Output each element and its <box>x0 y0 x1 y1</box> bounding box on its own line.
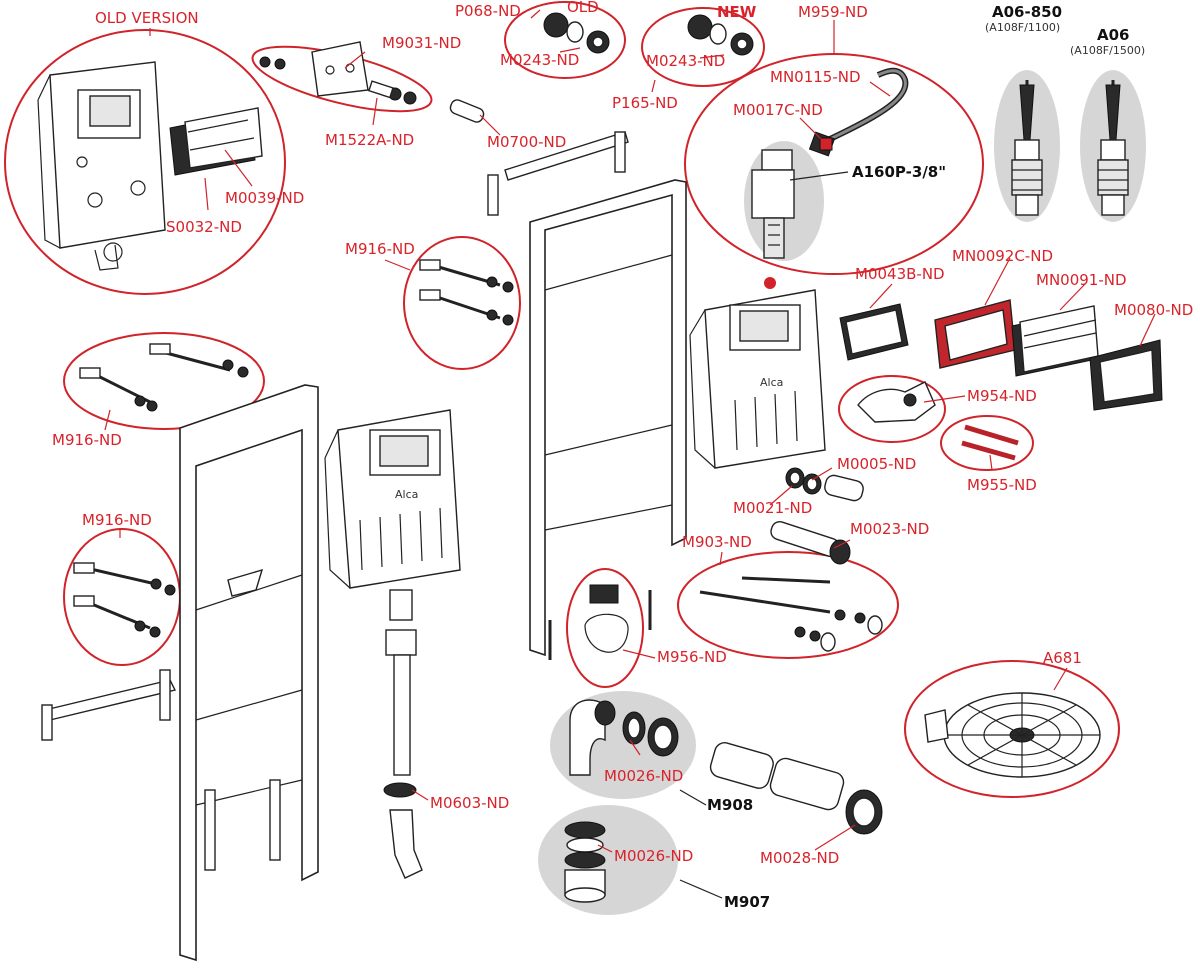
label-p068: P068-ND <box>455 2 521 20</box>
a06-valve <box>1097 80 1129 216</box>
label-m0700: M0700-ND <box>487 133 566 151</box>
center-cistern <box>324 409 461 589</box>
label-m0023: M0023-ND <box>850 520 929 538</box>
leader-lines <box>104 9 1156 899</box>
m0005-pipe <box>824 474 864 502</box>
label-a06-sub: (A108F/1500) <box>1070 44 1145 57</box>
m0080-gasket <box>1089 339 1163 411</box>
m903-ring <box>677 551 899 659</box>
a06-850-valve <box>1011 80 1043 216</box>
old-connector <box>543 12 610 54</box>
label-mn0115: MN0115-ND <box>770 68 861 86</box>
m0043b-plate <box>839 303 909 361</box>
a681-ring <box>904 660 1120 798</box>
label-s0032: S0032-ND <box>166 218 242 236</box>
m0017c-nut <box>808 131 836 157</box>
label-a06-850: A06-850 <box>992 3 1062 21</box>
label-m0039: M0039-ND <box>225 189 304 207</box>
new-connector-ring <box>641 7 765 87</box>
label-a160p: A160P-3/8" <box>852 163 946 181</box>
label-a06-850-sub: (A108F/1100) <box>985 21 1060 34</box>
label-m959: M959-ND <box>798 3 868 21</box>
m956-ring <box>566 568 644 688</box>
m903-rods <box>699 576 883 652</box>
label-m916-bottom: M916-ND <box>82 511 152 529</box>
m916-left-ring <box>63 332 265 430</box>
label-m956: M956-ND <box>657 648 727 666</box>
m0700-spacer <box>449 99 485 123</box>
m955-ring <box>940 415 1034 471</box>
label-m0243-new: M0243-ND <box>646 52 725 70</box>
label-old-version: OLD VERSION <box>95 9 199 27</box>
brand-text-right: Alca <box>760 376 783 389</box>
label-a681: A681 <box>1043 649 1082 667</box>
m954-bracket <box>857 381 936 423</box>
m916-top-bolts <box>419 259 514 326</box>
label-m0026-top: M0026-ND <box>604 767 683 785</box>
label-m9031: M9031-ND <box>382 34 461 52</box>
label-m0603: M0603-ND <box>430 794 509 812</box>
brand-text-center: Alca <box>395 488 418 501</box>
m916-bottom-bolts <box>73 562 176 638</box>
label-m916-left: M916-ND <box>52 431 122 449</box>
label-m0080: M0080-ND <box>1114 301 1193 319</box>
m0023-pipe <box>770 521 851 565</box>
m0028-pipes <box>709 742 883 835</box>
m955-bolts <box>961 424 1019 461</box>
old-connector-ring <box>504 1 626 79</box>
label-m0243-old: M0243-ND <box>500 51 579 69</box>
label-p165: P165-ND <box>612 94 678 112</box>
label-m0043b: M0043B-ND <box>855 265 945 283</box>
left-frame <box>41 384 319 962</box>
label-m0005: M0005-ND <box>837 455 916 473</box>
new-connector <box>687 14 754 56</box>
label-a06: A06 <box>1097 26 1129 44</box>
m956-clamp <box>584 584 629 653</box>
label-m0026-bottom: M0026-ND <box>614 847 693 865</box>
drain-pipe <box>383 589 423 879</box>
m907-connector <box>564 821 606 903</box>
m908-elbow <box>569 699 679 776</box>
label-new: NEW <box>717 3 757 21</box>
center-frame <box>487 131 687 660</box>
label-m1522a: M1522A-ND <box>325 131 414 149</box>
label-mn0092c: MN0092C-ND <box>952 247 1053 265</box>
flexible-hose <box>826 67 909 143</box>
float-valve <box>751 149 795 259</box>
m916-left-bolts <box>79 343 249 412</box>
old-cistern <box>37 61 166 271</box>
right-cistern <box>689 277 826 469</box>
label-m916-top: M916-ND <box>345 240 415 258</box>
m954-ring <box>838 375 946 443</box>
label-m0017c: M0017C-ND <box>733 101 823 119</box>
label-m903: M903-ND <box>682 533 752 551</box>
mn0092c-frame <box>934 299 1016 369</box>
label-m0028: M0028-ND <box>760 849 839 867</box>
label-mn0091: MN0091-ND <box>1036 271 1127 289</box>
m916-top-ring <box>403 236 521 370</box>
mn0091-box <box>1011 305 1099 377</box>
label-m0021: M0021-ND <box>733 499 812 517</box>
label-old: OLD <box>567 0 599 16</box>
label-m908: M908 <box>707 796 753 814</box>
a681-template <box>924 692 1101 778</box>
label-m955: M955-ND <box>967 476 1037 494</box>
m9031-bracket <box>259 41 417 105</box>
old-version-ring <box>4 29 286 295</box>
m0021-seals <box>785 467 822 495</box>
label-m907: M907 <box>724 893 770 911</box>
old-frame-box <box>169 107 263 176</box>
label-m954: M954-ND <box>967 387 1037 405</box>
